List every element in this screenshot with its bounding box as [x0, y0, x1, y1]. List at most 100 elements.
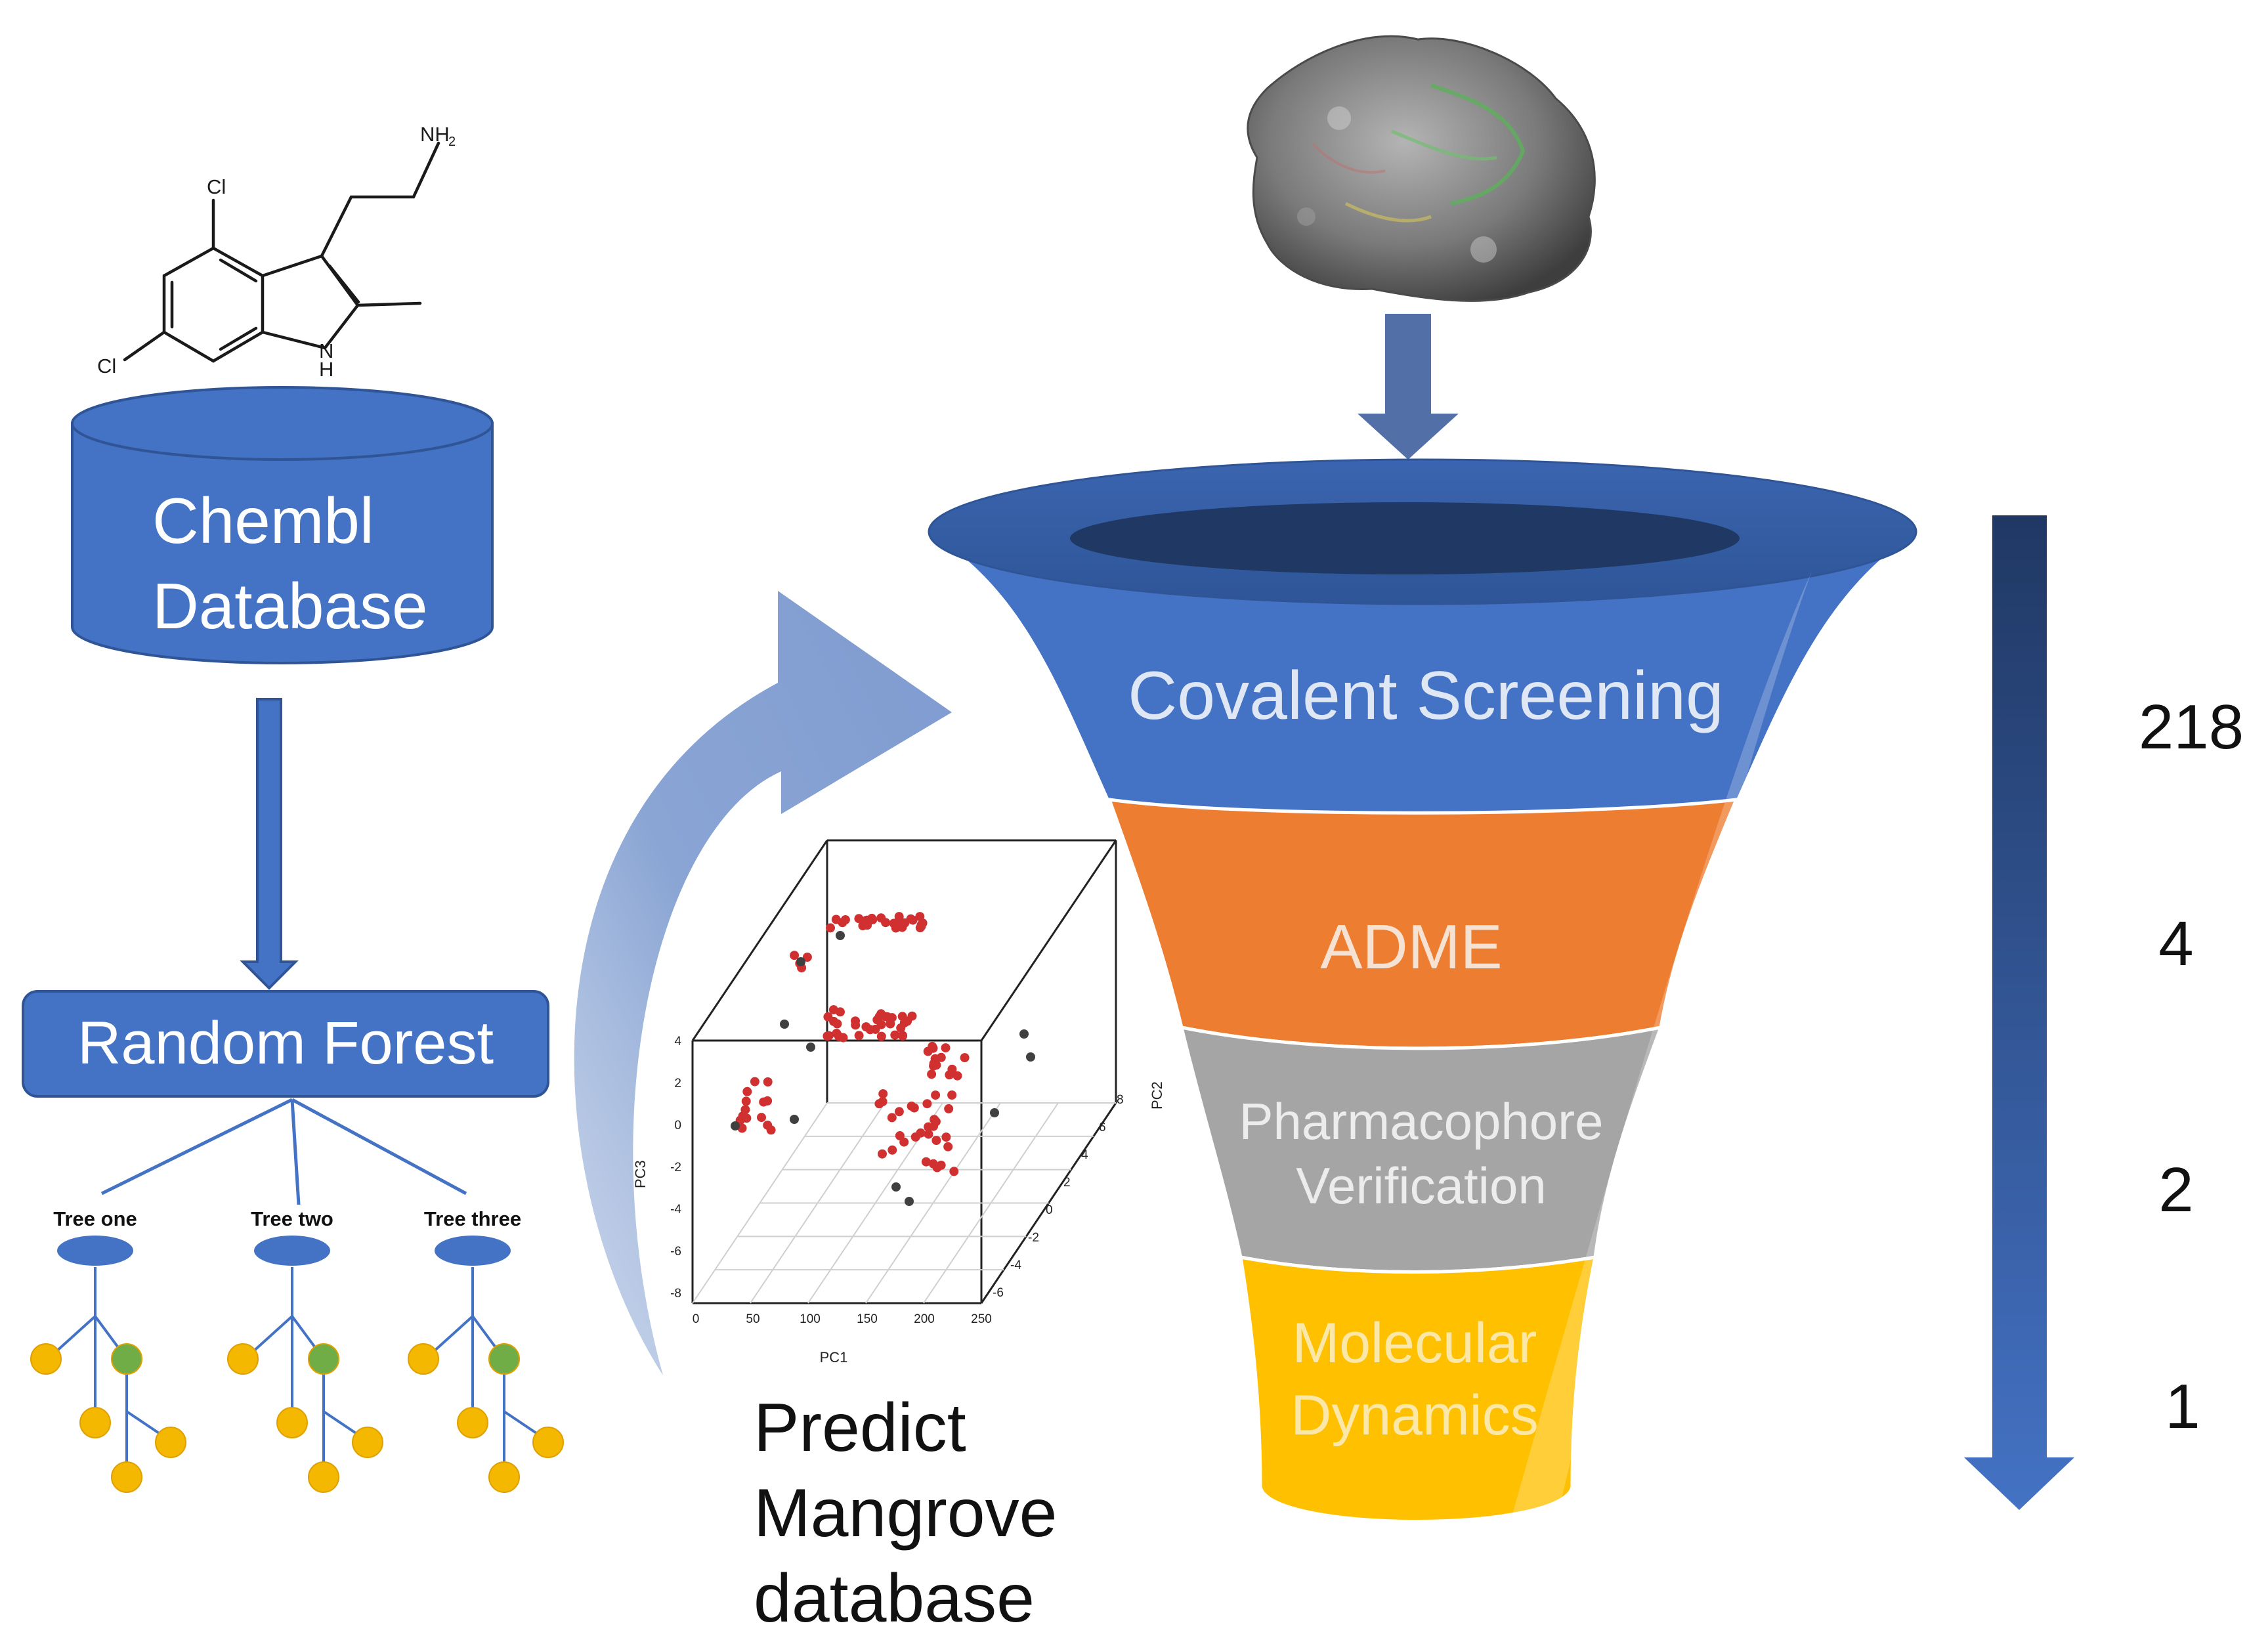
- tree-label: Tree two: [251, 1207, 333, 1230]
- funnel-stage-covalent-screening: [929, 532, 1917, 813]
- plot-point: [887, 1113, 897, 1123]
- plot-points: [731, 912, 1035, 1206]
- plot-point: [895, 1131, 905, 1140]
- tree-2: Tree two: [227, 1207, 383, 1493]
- plot-point: [823, 1012, 833, 1022]
- funnel-stage-molecular-dynamics: [1238, 1255, 1598, 1523]
- plot-point: [931, 1117, 941, 1127]
- plot-point: [915, 912, 925, 922]
- z-tick-label: 4: [674, 1035, 681, 1048]
- y-tick-label: 6: [1099, 1121, 1106, 1134]
- plot-point: [766, 1125, 776, 1135]
- tree-leaf-node: [532, 1427, 564, 1458]
- plot-point: [780, 1020, 789, 1029]
- z-tick-label: -2: [670, 1161, 681, 1174]
- plot-point: [854, 914, 864, 924]
- plot-point: [790, 1115, 799, 1124]
- plot-point: [763, 1077, 773, 1087]
- lbl-s3-line-2: Dynamics: [1291, 1384, 1539, 1447]
- plot-point: [890, 1030, 900, 1040]
- random-forest-label: Random Forest: [77, 1010, 494, 1077]
- tree-leaf-node: [155, 1427, 186, 1458]
- y-tick-label: 4: [1081, 1148, 1088, 1162]
- plot-point: [931, 1136, 941, 1146]
- tree-branch-node: [308, 1343, 339, 1375]
- database-label-line2: Database: [152, 570, 428, 642]
- plot-point: [908, 915, 918, 925]
- predict-mangrove-label: Predict Mangrove database: [754, 1390, 1057, 1636]
- stage-label-adme: ADME: [1320, 912, 1502, 982]
- plot-point: [878, 1089, 888, 1099]
- nitrogen-label: N: [319, 339, 333, 362]
- tree-leaf-node: [111, 1461, 142, 1493]
- y-tick-label: 0: [1046, 1203, 1053, 1217]
- predict-label-line3: database: [754, 1561, 1035, 1636]
- plot-point: [891, 1182, 901, 1192]
- plot-point: [826, 923, 835, 933]
- plot-point: [861, 916, 871, 926]
- plot-point: [936, 1160, 946, 1170]
- predict-label-line2: Mangrove: [754, 1475, 1057, 1551]
- plot-point: [941, 1043, 951, 1053]
- count-adme: 4: [2158, 909, 2193, 979]
- grid-line: [692, 1102, 828, 1304]
- plot-point: [1026, 1052, 1035, 1062]
- plot-point: [881, 1012, 891, 1022]
- plot-point: [831, 915, 841, 924]
- compound-counts: 218 4 2 1: [2139, 692, 2244, 1442]
- x-tick-label: 200: [914, 1312, 935, 1326]
- plot-point: [896, 1023, 906, 1033]
- predict-label-line1: Predict: [754, 1390, 966, 1466]
- count-pharmacophore: 2: [2158, 1155, 2193, 1225]
- tree-branch-node: [111, 1343, 142, 1375]
- x-tick-label: 50: [746, 1312, 760, 1326]
- y-tick-label: -2: [1028, 1231, 1039, 1245]
- tree-branch-node: [488, 1343, 520, 1375]
- plot-point: [947, 1090, 957, 1100]
- funnel-stage-pharmacophore: [1179, 1025, 1663, 1274]
- plot-point: [878, 1149, 887, 1159]
- chembl-database-cylinder: Chembl Database: [71, 386, 494, 664]
- count-covalent-screening: 218: [2139, 692, 2244, 762]
- tree-1: Tree one: [30, 1207, 186, 1493]
- plot-point: [861, 1022, 871, 1032]
- plot-point: [928, 1159, 938, 1169]
- plot-point: [838, 1033, 848, 1043]
- plot-point: [921, 1157, 931, 1167]
- plot-point: [806, 1043, 815, 1052]
- molecule-atoms: NH 2 Cl Cl N H: [97, 123, 456, 381]
- plot-point: [960, 1053, 970, 1063]
- stage-label-covalent-screening: Covalent Screening: [1128, 658, 1724, 734]
- plot-point: [907, 1101, 916, 1111]
- tree-leaf-node: [308, 1461, 339, 1493]
- plot-edge: [691, 840, 828, 1041]
- grid-line: [750, 1102, 886, 1304]
- plot-point: [928, 1041, 937, 1051]
- tree-leaf-node: [227, 1343, 259, 1375]
- z-tick-label: -4: [670, 1203, 681, 1216]
- plot-edge: [980, 840, 1117, 1041]
- y-tick-label: 2: [1063, 1176, 1071, 1190]
- amine-subscript: 2: [448, 135, 456, 149]
- plot-point: [876, 1031, 886, 1041]
- plot-point: [840, 915, 850, 924]
- grid-line: [923, 1102, 1059, 1304]
- plot-point: [943, 1142, 953, 1152]
- plot-point: [952, 1071, 962, 1081]
- plot-point: [941, 1132, 951, 1142]
- tree-label: Tree one: [53, 1207, 137, 1230]
- tree-root-node: [435, 1236, 511, 1266]
- plot-box: [691, 839, 1117, 1304]
- protein-structure-image: [1247, 35, 1596, 302]
- z-tick-label: 0: [674, 1119, 681, 1132]
- plot-point: [931, 1090, 941, 1100]
- pc3-axis-label: PC3: [632, 1160, 649, 1188]
- pc2-axis-label: PC2: [1149, 1081, 1165, 1109]
- plot-point: [876, 913, 886, 923]
